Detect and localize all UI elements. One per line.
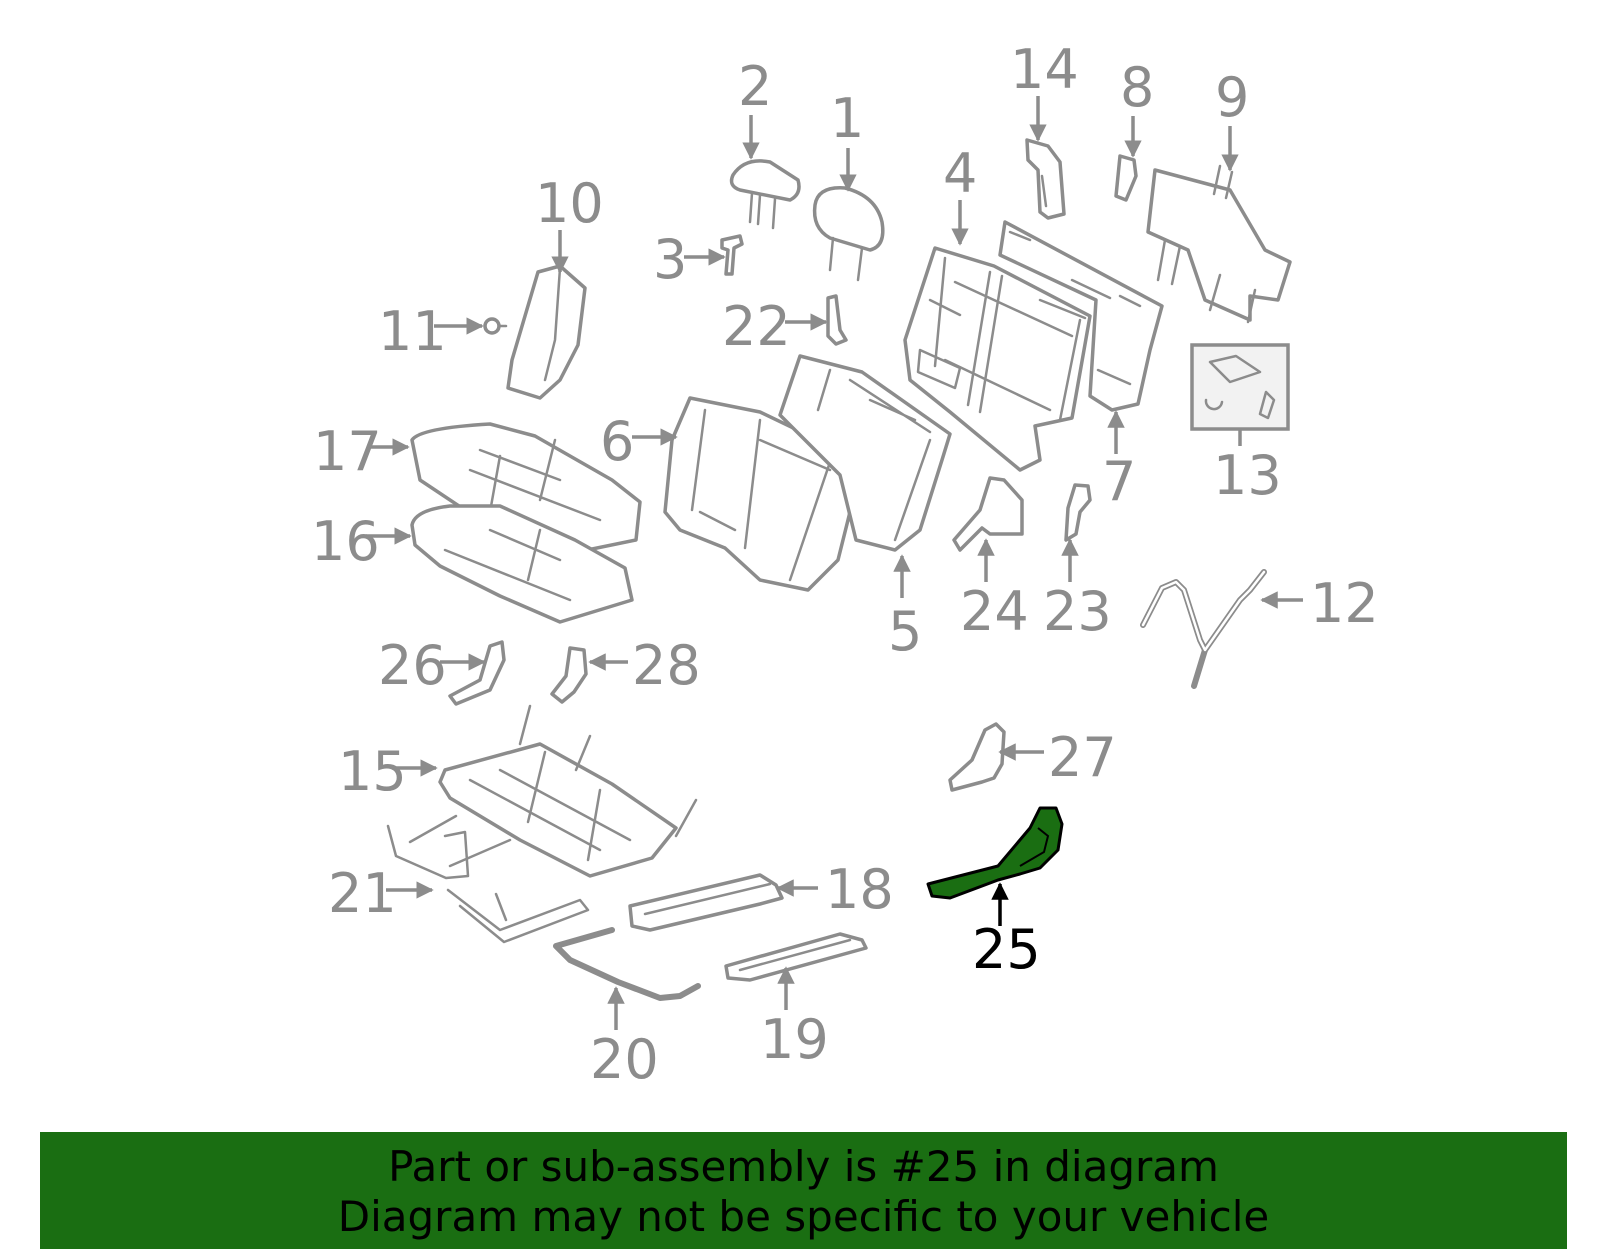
callout-27[interactable]: 27	[998, 726, 1117, 789]
svg-text:14: 14	[1010, 38, 1079, 101]
callout-11[interactable]: 11	[378, 300, 484, 363]
svg-text:24: 24	[960, 580, 1029, 643]
callout-9[interactable]: 9	[1215, 66, 1249, 172]
callout-23[interactable]: 23	[1043, 538, 1112, 643]
part-14-bracket[interactable]	[1025, 138, 1066, 220]
part-8-pin[interactable]	[1114, 154, 1138, 202]
callout-17[interactable]: 17	[313, 420, 410, 483]
part-24-bracket[interactable]	[952, 476, 1024, 552]
part-10-side-cushion[interactable]	[506, 264, 587, 400]
svg-text:4: 4	[943, 142, 977, 205]
part-2-headrest[interactable]	[729, 159, 801, 230]
callout-21[interactable]: 21	[328, 862, 434, 925]
part-27-bracket[interactable]	[948, 722, 1006, 792]
part-3-guide[interactable]	[720, 234, 744, 276]
svg-text:20: 20	[590, 1028, 659, 1091]
svg-text:7: 7	[1102, 450, 1136, 513]
parts-diagram: 2 1 3 10 11 22	[311, 38, 1379, 1091]
svg-text:23: 23	[1043, 580, 1112, 643]
callout-10[interactable]: 10	[535, 172, 604, 274]
svg-text:11: 11	[378, 300, 447, 363]
callout-1[interactable]: 1	[830, 87, 864, 192]
banner-line-2: Diagram may not be specific to your vehi…	[337, 1192, 1270, 1241]
svg-text:15: 15	[338, 740, 407, 803]
svg-text:5: 5	[888, 600, 922, 663]
callout-19[interactable]: 19	[760, 966, 829, 1071]
callout-8[interactable]: 8	[1120, 56, 1154, 158]
svg-text:6: 6	[600, 410, 634, 473]
callout-16[interactable]: 16	[311, 510, 412, 573]
svg-text:27: 27	[1048, 726, 1117, 789]
callout-26[interactable]: 26	[378, 634, 486, 697]
part-12-wire[interactable]	[1140, 569, 1267, 689]
part-7-seatback-panel[interactable]	[998, 220, 1164, 412]
part-26-bracket[interactable]	[448, 640, 506, 706]
callout-2[interactable]: 2	[738, 55, 772, 160]
svg-text:3: 3	[653, 228, 687, 291]
callout-7[interactable]: 7	[1102, 410, 1136, 513]
svg-text:28: 28	[632, 634, 701, 697]
callout-28[interactable]: 28	[588, 634, 701, 697]
callout-22[interactable]: 22	[722, 295, 828, 358]
svg-text:16: 16	[311, 510, 380, 573]
part-18-rail[interactable]	[628, 873, 784, 932]
part-28-bracket[interactable]	[550, 646, 588, 704]
part-15-seat-frame[interactable]	[438, 704, 698, 878]
part-16-seat-cushion-pad[interactable]	[410, 504, 634, 624]
part-4-seatback-frame[interactable]	[903, 246, 1092, 472]
svg-text:12: 12	[1310, 572, 1379, 635]
callout-4[interactable]: 4	[943, 142, 977, 246]
info-banner: Part or sub-assembly is #25 in diagram D…	[40, 1132, 1567, 1249]
callout-12[interactable]: 12	[1260, 572, 1379, 635]
svg-text:1: 1	[830, 87, 864, 150]
svg-text:18: 18	[825, 858, 894, 921]
svg-text:8: 8	[1120, 56, 1154, 119]
callout-24[interactable]: 24	[960, 538, 1029, 643]
callout-5[interactable]: 5	[888, 554, 922, 663]
part-5-seatback-right[interactable]	[778, 354, 952, 552]
part-21-rail-assembly[interactable]	[386, 814, 590, 944]
svg-text:10: 10	[535, 172, 604, 235]
callout-13[interactable]: 13	[1213, 430, 1282, 507]
svg-text:9: 9	[1215, 66, 1249, 129]
svg-text:25: 25	[972, 918, 1041, 981]
callout-14[interactable]: 14	[1010, 38, 1079, 142]
part-20-wire[interactable]	[553, 927, 701, 1001]
svg-text:19: 19	[760, 1008, 829, 1071]
part-1-headrest[interactable]	[812, 186, 885, 282]
svg-text:2: 2	[738, 55, 772, 118]
callout-3[interactable]: 3	[653, 228, 726, 291]
part-11-clip[interactable]	[483, 317, 508, 335]
callout-18[interactable]: 18	[776, 858, 894, 921]
svg-text:17: 17	[313, 420, 382, 483]
banner-line-1: Part or sub-assembly is #25 in diagram	[388, 1142, 1219, 1191]
svg-text:21: 21	[328, 862, 397, 925]
part-19-rail[interactable]	[724, 932, 868, 982]
part-22-bracket[interactable]	[826, 294, 848, 346]
part-9-cover[interactable]	[1146, 164, 1292, 324]
part-13-hardware-kit[interactable]	[1190, 343, 1290, 431]
part-25-highlighted-bracket[interactable]	[926, 806, 1064, 900]
callout-25[interactable]: 25	[972, 882, 1041, 981]
svg-text:26: 26	[378, 634, 447, 697]
svg-text:13: 13	[1213, 444, 1282, 507]
part-23-bracket[interactable]	[1064, 483, 1092, 542]
callout-6[interactable]: 6	[600, 410, 678, 473]
callout-20[interactable]: 20	[590, 986, 659, 1091]
svg-text:22: 22	[722, 295, 791, 358]
callout-15[interactable]: 15	[338, 740, 438, 803]
